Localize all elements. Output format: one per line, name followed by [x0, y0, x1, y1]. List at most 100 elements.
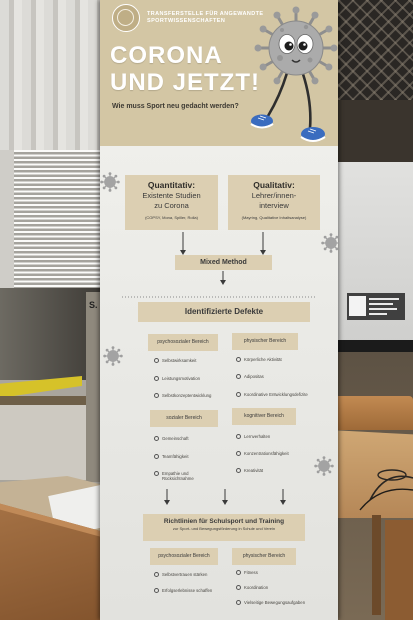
virus-spike-tip: [259, 25, 267, 33]
qualitative-heading: Qualitativ:: [253, 180, 295, 190]
eye-highlight: [289, 43, 292, 46]
list-item-text: Lernverhalten: [244, 434, 271, 439]
banner-subtitle: Wie muss Sport neu gedacht werden?: [112, 103, 239, 110]
qualitative-box: Qualitativ: Lehrer/innen- interview (May…: [228, 175, 320, 230]
bullet-icon: [154, 454, 159, 459]
right-table: [330, 430, 413, 518]
quantitative-box: Quantitativ: Existente Studien zu Corona…: [125, 175, 218, 230]
bullet-icon: [236, 585, 241, 590]
ceiling-lattice: [338, 0, 413, 100]
bullet-icon: [154, 471, 159, 476]
list-item: Gemeinschaft: [154, 436, 214, 441]
list-item: Koordinative Entwicklungsdefizite: [236, 392, 322, 397]
mixed-method-box: Mixed Method: [175, 255, 272, 270]
bullet-icon: [236, 357, 241, 362]
list-item-text: Koordination: [244, 585, 269, 590]
bullet-icon: [236, 374, 241, 379]
list-item-text: Teamfähigkeit: [162, 454, 189, 459]
list-item: Kreativität: [236, 468, 322, 473]
upper-wall: [338, 100, 413, 162]
list-item: Konzentrationsfähigkeit: [236, 451, 322, 456]
virus-spike-tip: [273, 11, 281, 19]
right-sneaker-laces: [307, 128, 317, 134]
slide-text-line: [369, 298, 399, 300]
banner-title-line-1: CORONA: [110, 42, 223, 69]
qualitative-line: interview: [259, 200, 289, 210]
sign-board: [86, 292, 102, 482]
list-item: Koordination: [236, 585, 322, 590]
left-sneaker: [251, 114, 273, 128]
screen-bar: [336, 340, 413, 352]
right-sneaker: [301, 127, 325, 141]
window-blinds: [0, 150, 100, 288]
virus-spot: [280, 28, 284, 32]
slide-text-line: [369, 303, 393, 305]
guidelines-subheading: zur Sport- und Bewegungsförderung in Sch…: [172, 526, 276, 531]
left-sneaker-sole: [250, 123, 274, 129]
virus-spot: [307, 57, 313, 63]
slide-text-line: [369, 308, 397, 310]
bullet-icon: [154, 572, 159, 577]
list-item-text: Leistungsmotivation: [162, 376, 200, 381]
area-physical: physischer Bereich: [232, 333, 298, 350]
list-item: Vielseitige Bewegungsaufgaben: [236, 600, 322, 605]
slide-logo: [349, 296, 366, 316]
list-item: Teamfähigkeit: [154, 454, 214, 459]
qualitative-line: Lehrer/innen-: [251, 191, 297, 200]
bullet-icon: [154, 376, 159, 381]
virus-mouth: [291, 59, 301, 63]
university-logo: [112, 4, 140, 32]
list-item: Körperliche Aktivität: [236, 357, 322, 362]
guideline-area-psychosocial: psychosozialer Bereich: [150, 548, 218, 565]
arrowhead: [180, 250, 186, 255]
banner-title-line-2: UND JETZT!: [110, 69, 260, 96]
cable-loop: [377, 469, 407, 481]
list-item-text: Koordinative Entwicklungsdefizite: [244, 392, 308, 397]
virus-spike-tips: [254, 6, 338, 85]
virus-spike-tip: [311, 11, 319, 19]
arrowhead: [222, 500, 228, 505]
virus-spike-tip: [292, 6, 300, 14]
institution-name: TRANSFERSTELLE FÜR ANGEWANDTE SPORTWISSE…: [147, 11, 264, 24]
table-leg: [372, 515, 381, 615]
flow-arrows: [122, 232, 316, 505]
chair: [385, 520, 413, 620]
area-psychosocial: psychosozialer Bereich: [148, 334, 218, 351]
chair-back: [333, 396, 413, 430]
quantitative-heading: Quantitativ:: [147, 180, 196, 190]
list-item: Lernverhalten: [236, 434, 322, 439]
list-item: Leistungsmotivation: [154, 376, 214, 381]
lower-wall: [0, 405, 98, 480]
area-social: sozialer Bereich: [150, 410, 218, 427]
bullet-icon: [236, 434, 241, 439]
list-item: Selbstvertrauen stärken: [154, 572, 214, 577]
bullet-icon: [236, 392, 241, 397]
arrowhead: [220, 280, 226, 285]
projected-slide: [347, 293, 405, 320]
virus-spike-tip: [259, 63, 267, 71]
slide-text-line: [369, 313, 387, 315]
virus-mascot: [250, 6, 338, 142]
list-item: Empathie und Rücksichtnahme: [154, 471, 214, 481]
virus-spike-tip: [325, 63, 333, 71]
institution-line-1: TRANSFERSTELLE FÜR ANGEWANDTE: [147, 11, 264, 17]
roll-up-banner: TRANSFERSTELLE FÜR ANGEWANDTE SPORTWISSE…: [100, 0, 338, 620]
virus-right-leg: [301, 73, 312, 129]
bullet-icon: [154, 358, 159, 363]
bullet-icon: [236, 570, 241, 575]
list-item-text: Adipositas: [244, 374, 264, 379]
arrowhead: [260, 250, 266, 255]
list-item: Adipositas: [236, 374, 322, 379]
list-item-text: Selbstkonzeptentwicklung: [162, 393, 212, 398]
bullet-icon: [154, 436, 159, 441]
bullet-icon: [236, 451, 241, 456]
sign-fragment-text: S.: [89, 300, 98, 310]
list-item-text: Selbstvertrauen stärken: [162, 572, 208, 577]
quantitative-line: Existente Studien: [142, 191, 201, 200]
cables: [359, 469, 413, 511]
guideline-area-physical: physischer Bereich: [232, 548, 296, 565]
left-sneaker-laces: [257, 115, 267, 121]
right-sneaker-sole: [300, 136, 326, 142]
guidelines-heading: Richtlinien für Schulsport und Training: [163, 518, 285, 525]
list-item-text: Fitness: [244, 570, 258, 575]
